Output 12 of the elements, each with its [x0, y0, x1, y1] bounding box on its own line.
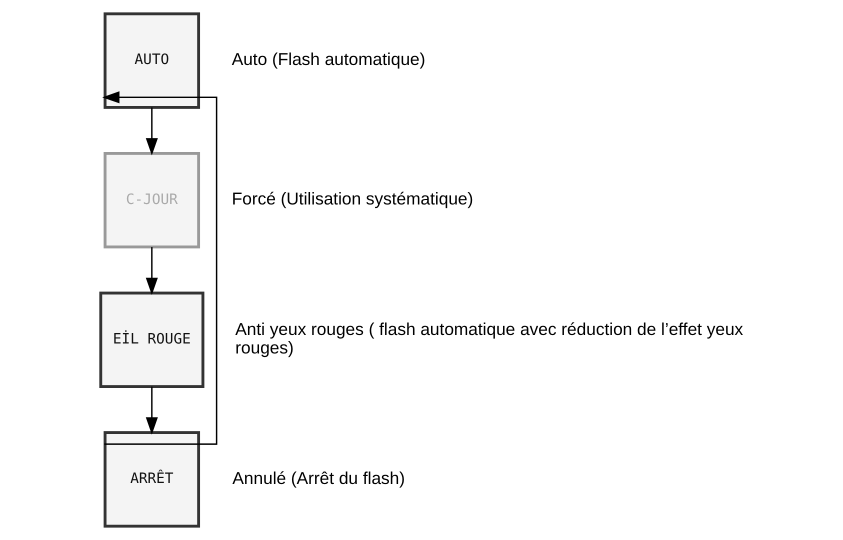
node-box: C-JOUR	[103, 152, 200, 248]
node-box: AUTO	[103, 12, 200, 109]
node-label: Annulé (Arrêt du flash)	[232, 468, 405, 488]
arrow	[145, 108, 158, 156]
node-box: EİL ROUGE	[98, 292, 204, 388]
node-label: Forcé (Utilisation systématique)	[231, 188, 473, 209]
node-label: Auto (Flash automatique)	[231, 49, 425, 70]
node-label: Anti yeux rouges ( flash automatique avec réduction de l’effet yeux rouges)	[234, 318, 743, 358]
node-box: ARRÊT	[103, 431, 200, 528]
arrow	[145, 386, 158, 435]
arrow	[145, 247, 158, 295]
arrow	[102, 91, 217, 445]
